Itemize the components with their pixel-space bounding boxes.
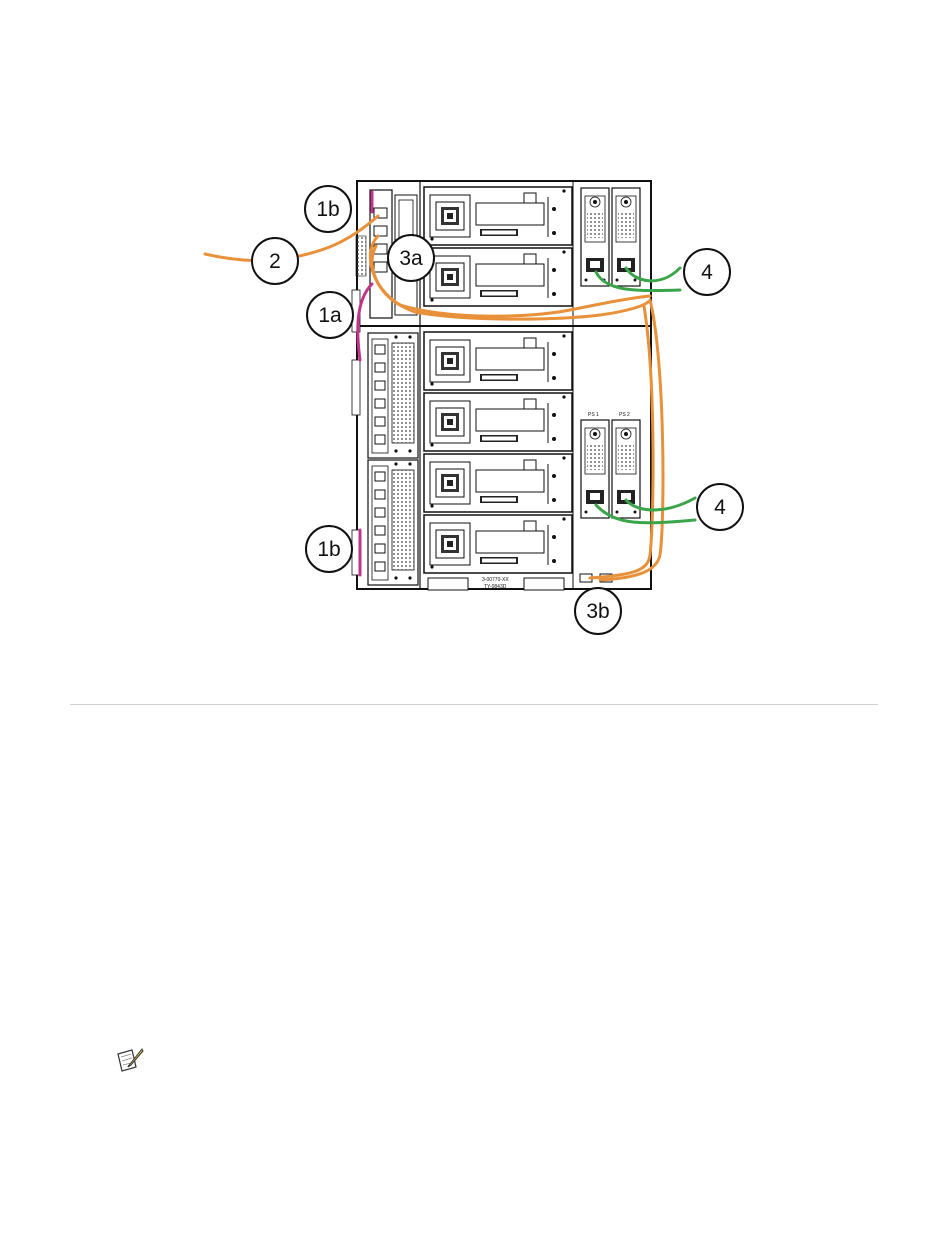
- callout-1b-top: 1b: [305, 186, 351, 232]
- svg-text:3a: 3a: [399, 247, 423, 270]
- callout-4-bottom: 4: [697, 484, 743, 530]
- svg-text:2: 2: [269, 250, 281, 273]
- psu-1-label: PS 1: [588, 412, 599, 418]
- psu-2-label: PS 2: [619, 412, 630, 418]
- svg-text:4: 4: [701, 261, 713, 284]
- callout-4-top: 4: [684, 249, 730, 295]
- svg-text:1a: 1a: [318, 304, 342, 327]
- svg-text:4: 4: [714, 496, 726, 519]
- callout-3a: 3a: [388, 235, 434, 281]
- callout-3b: 3b: [575, 588, 621, 634]
- note-pencil-icon: [116, 1047, 144, 1073]
- svg-text:3b: 3b: [586, 600, 609, 623]
- section-divider: [70, 704, 878, 705]
- callout-1a: 1a: [307, 292, 353, 338]
- serial-line-1: 3-00770-XX: [482, 577, 509, 583]
- tape-drive-bays: [424, 187, 572, 573]
- svg-text:1b: 1b: [316, 198, 339, 221]
- serial-line-2: TY-0843D: [484, 584, 507, 590]
- library-cabling-diagram: PS 1 PS 2 3-00770-XX TY-0843D: [0, 0, 950, 700]
- svg-text:1b: 1b: [317, 538, 340, 561]
- callout-2: 2: [252, 238, 298, 284]
- callout-1b-bottom: 1b: [306, 526, 352, 572]
